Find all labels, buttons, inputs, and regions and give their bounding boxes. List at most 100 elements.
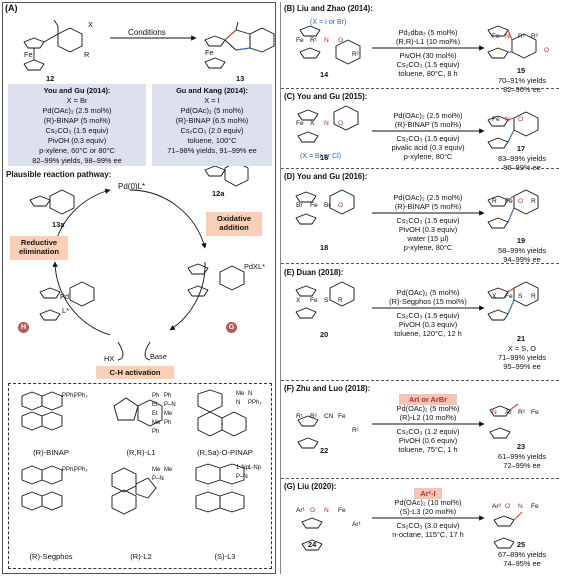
panel-d-reagent-bottom: water (15 µl) (407, 234, 449, 243)
panel-f-atom-label: N (492, 409, 497, 416)
ligand-atom-label: Me (152, 467, 161, 473)
ligand-atom-label: P–N (236, 474, 248, 480)
ligand-atom-label: Me (152, 420, 161, 426)
panel-g-reagent: Ar²-I (420, 489, 436, 498)
intermediate-12a-label: 12a (212, 189, 225, 198)
panel-b-atom-label: N (505, 33, 510, 40)
panel-c-atom-label: X (310, 120, 315, 127)
panel-g-reagent-bottom: n-octane, 115°C, 17 h (392, 530, 464, 539)
sm-r-atom: R (84, 50, 90, 59)
pd0-label: Pd(0)L* (118, 182, 146, 191)
panel-e-divider (281, 263, 559, 264)
conditions-box-left (8, 84, 146, 166)
panel-e-atom-label: S (324, 297, 329, 304)
panel-b-reagent-bottom: PivOH (30 mol%) (399, 51, 457, 60)
ligand-atom-label: PPh₂ (62, 467, 76, 473)
condition-left-line: (R)-BINAP (5 mol%) (43, 116, 111, 125)
panel-c-title: (C) You and Gu (2015): (284, 92, 368, 101)
panel-e-atom-label: R (531, 293, 536, 300)
condition-left-line: p-xylene, 60°C or 80°C (39, 146, 115, 155)
ligand-name: (R)-L2 (130, 552, 152, 561)
panel-g-divider (281, 478, 559, 479)
panel-b-sm-label: 14 (320, 70, 329, 79)
panel-c-reagent-top: Pd(OAc)₂ (2.5 mol%) (393, 111, 463, 120)
compound-13-label: 13 (236, 74, 245, 83)
condition-left-line: PivOH (0.3 equiv) (47, 136, 107, 145)
panel-b-atom-label: Fe (492, 33, 500, 40)
ligand-l1-sketch (113, 397, 163, 427)
panel-g-atom-label: Ar¹ (296, 507, 305, 514)
panel-f-sm-label: 22 (320, 446, 329, 455)
panel-c-atom-label: O (518, 116, 524, 123)
ligand-atom-label: N (248, 391, 253, 397)
panel-e-atom-label: Fe (310, 297, 318, 304)
condition-left-line: X = Br (66, 96, 88, 105)
panel-c-product-label: 17 (516, 144, 526, 153)
condition-right-line: Pd(OAc)₂ (5 mol%) (180, 106, 244, 115)
panel-f-atom-label: CN (324, 413, 334, 420)
panel-g-atom-label: Ar² (492, 503, 501, 510)
ligand-opinap-sketch (197, 389, 247, 437)
panel-g-title: (G) Liu (2020): (284, 482, 337, 491)
panel-g-atom-label: Fe (338, 507, 346, 514)
panel-b-atom-label: N (324, 37, 329, 44)
panel-e-result: 71–99% yields (497, 353, 547, 362)
ligand-atom-label: P–N (164, 402, 176, 408)
panel-e-atom-label: X (296, 297, 301, 304)
ligand-atom-label: PPh₂ (248, 400, 262, 406)
panel-e-reagent-bottom: toluene, 120°C, 12 h (394, 329, 462, 338)
sm-fe-atom: Fe (24, 50, 33, 59)
panel-f-reagent: ArI or ArBr (409, 395, 447, 404)
condition-right-line: 71–98% yields, 91–99% ee (167, 146, 257, 155)
panel-g-sm-label: 24 (308, 540, 317, 549)
panel-d-product-label: 19 (516, 236, 526, 245)
panel-f-atom-label: R² (518, 409, 525, 416)
panel-d-reagent-bottom: Cs₂CO₃ (1.5 equiv) (396, 216, 460, 225)
panel-f-reagent-highlight (399, 394, 457, 405)
circle-h-badge: H (18, 322, 29, 333)
ligand-atom-label: 1-Np (248, 465, 262, 471)
panel-c-result: 83–99% yields (497, 154, 547, 163)
panel-b-x-note: (X = I or Br) (310, 19, 347, 26)
condition-right-line: toluene, 100°C (187, 136, 237, 145)
ligand-atom-label: Et (152, 411, 158, 417)
panel-d-reagent-bottom: PivOH (0.3 equiv) (398, 225, 458, 234)
ligand-binap-sketch (21, 391, 63, 431)
panel-e-sm-label: 20 (320, 330, 329, 339)
panel-c-divider (281, 88, 559, 89)
panel-f-reagent-bottom: Cs₂CO₃ (1.2 equiv) (396, 427, 460, 436)
panel-b-reagent-top: Pd₂dba₃ (5 mol%) (398, 28, 458, 37)
panel-c-atom-label: Fe (492, 116, 500, 123)
ligand-atom-label: PPh₂ (74, 393, 88, 399)
condition-right-line: Gu and Kang (2014): (176, 86, 248, 95)
panel-g-result: 67–89% yields (497, 550, 547, 559)
panel-d-reagent-bottom: p-xylene, 80°C (403, 243, 453, 252)
panel-c-atom-label: N (505, 116, 510, 123)
panel-g-reagent-highlight (414, 488, 442, 499)
panel-e-result: 95–99% ee (503, 362, 541, 371)
ligand-name: (R,R)-L1 (126, 448, 156, 457)
condition-left-line: Cs₂CO₃ (1.5 equiv) (45, 126, 109, 135)
ligand-atom-label: Ph (164, 393, 172, 399)
panel-d-atom-label: R (531, 198, 536, 205)
panel-b-atom-label: Fe (296, 37, 304, 44)
ligand-atom-label: PPh₂ (74, 467, 88, 473)
panel-e-result: X = S, O (507, 344, 537, 353)
panel-f-atom-label: Fe (531, 409, 539, 416)
ligand-atom-label: Me (164, 467, 173, 473)
panel-f-reagent-top: Pd(OAc)₂ (5 mol%) (396, 404, 460, 413)
ligand-atom-label: Ph (152, 429, 160, 435)
panel-c-atom-label: Fe (296, 120, 304, 127)
ligand-name: (R,Sa)-O-PINAP (197, 448, 253, 457)
compound-12-label: 12 (46, 74, 55, 83)
panel-b-atom-label: R² (352, 51, 359, 58)
base-label: Base (150, 352, 167, 361)
ligand-atom-label: Et (152, 402, 158, 408)
conditions-label: Conditions (128, 28, 166, 37)
ligand-name: (S)-L3 (214, 552, 236, 561)
panel-d-atom-label: R (492, 198, 497, 205)
panel-d-atom-label: Fe (505, 198, 513, 205)
panel-b-atom-label: R¹ (518, 33, 525, 40)
